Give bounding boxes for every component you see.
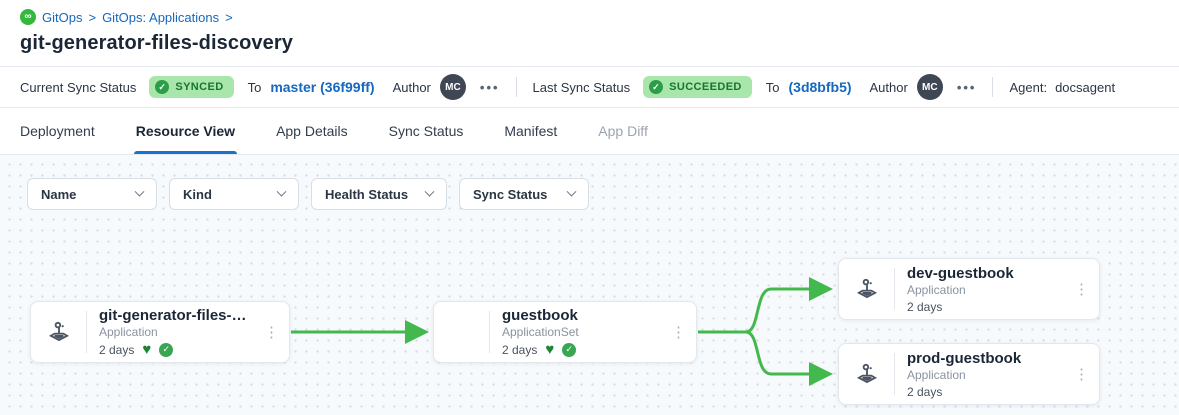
node-title: guestbook [502, 307, 578, 324]
current-sync-status-badge-text: SYNCED [175, 81, 224, 93]
tab-app-diff[interactable]: App Diff [598, 123, 648, 139]
node-kebab-menu-icon[interactable]: ⋮ [264, 324, 279, 341]
last-to-label: To [765, 79, 780, 95]
last-author-avatar: MC [916, 74, 943, 100]
node-text: dev-guestbook Application 2 days [895, 265, 1064, 314]
current-more-menu-icon[interactable]: ••• [479, 79, 500, 95]
breadcrumb: ∞ GitOps > GitOps: Applications > [20, 9, 1159, 25]
node-text: git-generator-files-disco... Application… [87, 307, 254, 357]
node-age: 2 days [907, 299, 943, 314]
current-to-label: To [247, 79, 262, 95]
tab-manifest[interactable]: Manifest [504, 123, 558, 139]
last-more-menu-icon[interactable]: ••• [956, 79, 977, 95]
page-title: git-generator-files-discovery [20, 32, 293, 54]
tab-resource-view[interactable]: Resource View [133, 108, 238, 154]
node-divider [894, 268, 895, 310]
health-heart-icon: ♥ [545, 341, 555, 358]
status-bar: Current Sync Status ✓ SYNCED To master (… [0, 66, 1179, 108]
node-kind: Application [907, 282, 966, 297]
agent-label: Agent: [1009, 79, 1048, 95]
node-title: git-generator-files-disco... [99, 307, 250, 324]
check-circle-icon: ✓ [649, 80, 664, 94]
tab-deployment[interactable]: Deployment [20, 123, 95, 139]
agent-value: docsagent [1055, 79, 1116, 95]
last-revision-link[interactable]: (3d8bfb5) [788, 79, 852, 95]
current-sync-status-label: Current Sync Status [20, 79, 137, 95]
current-author-label: Author [392, 79, 431, 95]
breadcrumb-separator: > [88, 9, 97, 25]
chevron-down-icon [566, 186, 577, 197]
graph-node-guestbook[interactable]: guestbook ApplicationSet 2 days ♥ ✓ ⋮ [433, 301, 697, 363]
tab-sync-status[interactable]: Sync Status [388, 123, 464, 139]
last-sync-status-badge: ✓ SUCCEEDED [643, 76, 752, 98]
last-sync-status-label: Last Sync Status [532, 79, 631, 95]
filter-bar: Name Kind Health Status Sync Status [27, 178, 589, 210]
breadcrumb-link-gitops[interactable]: GitOps [42, 9, 83, 25]
node-kebab-menu-icon[interactable]: ⋮ [1074, 281, 1089, 298]
tab-bar: Deployment Resource View App Details Syn… [0, 108, 1179, 155]
synced-check-icon: ✓ [562, 342, 577, 357]
filter-sync-status-dropdown[interactable]: Sync Status [459, 178, 589, 210]
node-kebab-menu-icon[interactable]: ⋮ [1074, 366, 1089, 383]
chevron-down-icon [276, 186, 287, 197]
application-resource-icon [839, 276, 894, 302]
node-kind: Application [907, 367, 966, 382]
filter-health-status-label: Health Status [325, 186, 409, 202]
gitops-logo-icon: ∞ [20, 9, 36, 25]
node-kebab-menu-icon[interactable]: ⋮ [671, 324, 686, 341]
graph-node-prod-guestbook[interactable]: prod-guestbook Application 2 days ⋮ [838, 343, 1100, 405]
node-title: prod-guestbook [907, 349, 1022, 367]
status-divider [515, 77, 517, 97]
node-age: 2 days [907, 384, 943, 399]
health-heart-icon: ♥ [142, 341, 152, 358]
check-circle-icon: ✓ [155, 80, 170, 94]
node-title: dev-guestbook [907, 264, 1014, 282]
chevron-down-icon [424, 186, 435, 197]
current-sync-status-badge: ✓ SYNCED [149, 76, 234, 98]
node-age: 2 days [99, 342, 135, 357]
node-text: guestbook ApplicationSet 2 days ♥ ✓ [490, 307, 661, 357]
graph-node-git-generator-files-discovery[interactable]: git-generator-files-disco... Application… [30, 301, 290, 363]
node-divider [894, 353, 895, 395]
node-kind: ApplicationSet [502, 325, 579, 339]
filter-name-label: Name [41, 186, 77, 202]
current-author-avatar: MC [439, 74, 466, 100]
filter-name-dropdown[interactable]: Name [27, 178, 157, 210]
node-divider [86, 311, 87, 353]
node-kind: Application [99, 325, 158, 339]
application-resource-icon [31, 319, 86, 345]
graph-node-dev-guestbook[interactable]: dev-guestbook Application 2 days ⋮ [838, 258, 1100, 320]
node-divider [489, 311, 490, 353]
chevron-down-icon [134, 186, 145, 197]
last-sync-status-badge-text: SUCCEEDED [669, 81, 742, 93]
page-header: ∞ GitOps > GitOps: Applications > git-ge… [0, 0, 1179, 66]
breadcrumb-separator: > [225, 9, 233, 25]
filter-sync-status-label: Sync Status [473, 186, 548, 202]
filter-kind-label: Kind [183, 186, 212, 202]
node-age: 2 days [502, 342, 538, 357]
application-resource-icon [839, 361, 894, 387]
breadcrumb-link-applications[interactable]: GitOps: Applications [102, 9, 220, 25]
tab-app-details[interactable]: App Details [276, 123, 348, 139]
status-divider [992, 77, 994, 97]
synced-check-icon: ✓ [159, 342, 174, 357]
node-text: prod-guestbook Application 2 days [895, 350, 1064, 399]
filter-kind-dropdown[interactable]: Kind [169, 178, 299, 210]
resource-graph-canvas: Name Kind Health Status Sync Status [0, 155, 1179, 415]
filter-health-status-dropdown[interactable]: Health Status [311, 178, 447, 210]
current-revision-link[interactable]: master (36f99ff) [270, 79, 375, 95]
last-author-label: Author [869, 79, 908, 95]
